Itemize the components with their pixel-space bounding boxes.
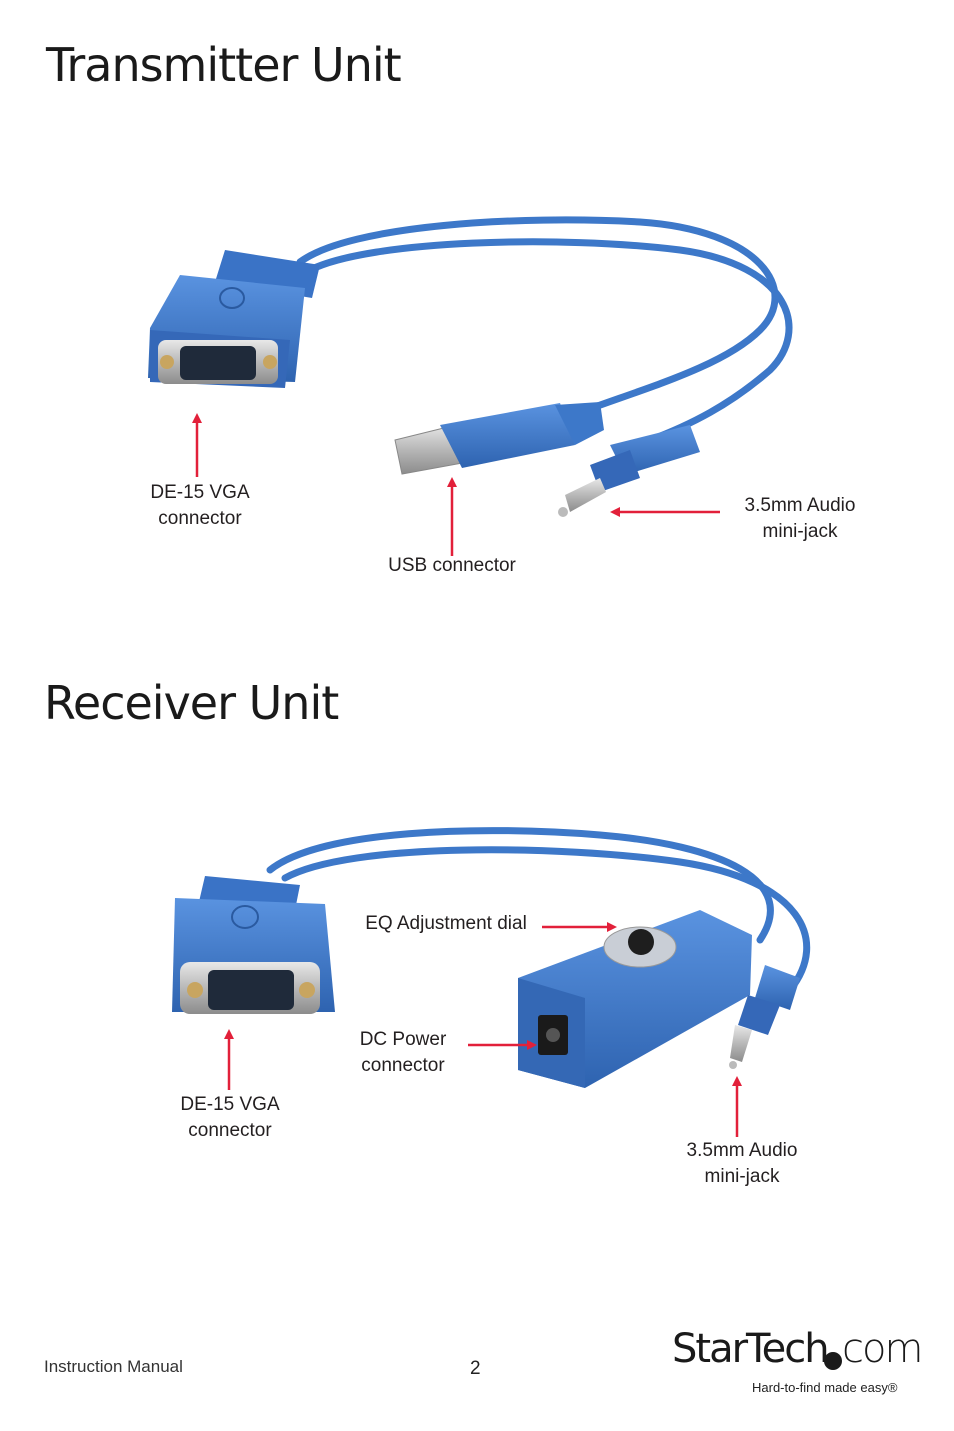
logo-wordmark: StarTech — [672, 1326, 830, 1372]
receiver-title: Receiver Unit — [44, 676, 339, 730]
receiver-arrows — [224, 922, 742, 1137]
eq-dial-knob — [628, 929, 654, 955]
tx-audio-label-line2: mini-jack — [762, 521, 838, 542]
page-number: 2 — [470, 1358, 481, 1379]
startech-logo: StarTech com Hard-to-find made easy® — [672, 1326, 923, 1406]
tx-vga-label: DE-15 VGA connector — [140, 480, 260, 532]
rx-dc-label: DC Power connector — [348, 1027, 458, 1079]
rx-dc-label-line2: connector — [361, 1055, 445, 1076]
rx-vga-label: DE-15 VGA connector — [170, 1092, 290, 1144]
rx-audio-label-line2: mini-jack — [704, 1166, 780, 1187]
rx-audio-label-line1: 3.5mm Audio — [686, 1140, 798, 1161]
logo-dot-icon — [824, 1352, 842, 1370]
transmitter-cables — [296, 216, 793, 444]
receiver-cables — [266, 827, 811, 994]
transmitter-usb-connector — [394, 402, 604, 475]
transmitter-arrows — [192, 413, 720, 556]
receiver-box — [518, 910, 752, 1088]
rx-dc-label-line1: DC Power — [359, 1029, 447, 1050]
tx-vga-label-line1: DE-15 VGA — [150, 482, 250, 503]
transmitter-vga-connector — [148, 250, 320, 388]
receiver-vga-connector — [172, 876, 335, 1014]
tx-vga-label-line2: connector — [158, 508, 242, 529]
tx-audio-label: 3.5mm Audio mini-jack — [730, 493, 870, 545]
rx-eq-label: EQ Adjustment dial — [365, 913, 527, 934]
rx-vga-label-line2: connector — [188, 1120, 272, 1141]
receiver-audio-jack — [729, 965, 800, 1069]
logo-com: com — [842, 1326, 923, 1372]
tx-audio-label-line1: 3.5mm Audio — [744, 495, 856, 516]
tx-usb-label: USB connector — [388, 555, 516, 576]
rx-vga-label-line1: DE-15 VGA — [180, 1094, 280, 1115]
footer-manual-label: Instruction Manual — [44, 1357, 183, 1376]
logo-tagline: Hard-to-find made easy® — [752, 1380, 898, 1395]
rx-audio-label: 3.5mm Audio mini-jack — [672, 1138, 812, 1190]
transmitter-title: Transmitter Unit — [46, 38, 402, 92]
transmitter-audio-jack — [558, 425, 700, 517]
